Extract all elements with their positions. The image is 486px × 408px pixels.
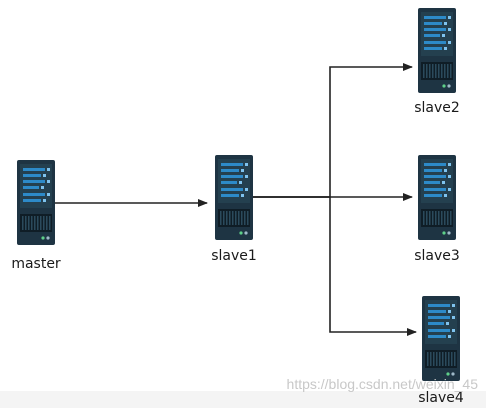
server-icon-slave2 bbox=[418, 8, 456, 93]
label-master: master bbox=[11, 256, 61, 272]
server-icon-master bbox=[17, 160, 55, 245]
edge-slave1-to-slave4 bbox=[253, 196, 417, 336]
label-slave4: slave4 bbox=[418, 390, 464, 406]
label-slave2: slave2 bbox=[414, 100, 460, 116]
watermark-text: https://blog.csdn.net/weixin_45 bbox=[286, 376, 478, 392]
label-slave3: slave3 bbox=[414, 248, 460, 264]
server-icon-slave4 bbox=[422, 296, 460, 381]
nodes-layer bbox=[17, 8, 460, 381]
edges-layer bbox=[55, 63, 417, 336]
label-slave1: slave1 bbox=[211, 248, 257, 264]
server-icon-slave3 bbox=[418, 155, 456, 240]
footer-band bbox=[0, 391, 486, 408]
edge-slave1-to-slave2 bbox=[253, 63, 413, 198]
server-icon-slave1 bbox=[215, 155, 253, 240]
